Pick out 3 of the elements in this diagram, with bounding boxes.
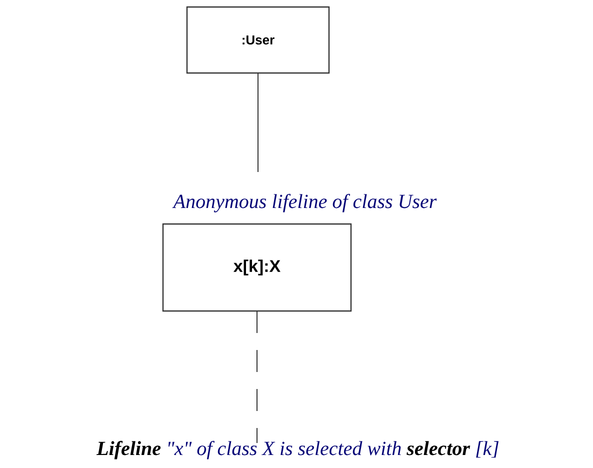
lifeline-box: x[k]:X — [162, 223, 352, 312]
caption: Lifeline "x" of class X is selected with selector [k] — [96, 440, 499, 460]
lifeline-box: :User — [186, 6, 330, 74]
